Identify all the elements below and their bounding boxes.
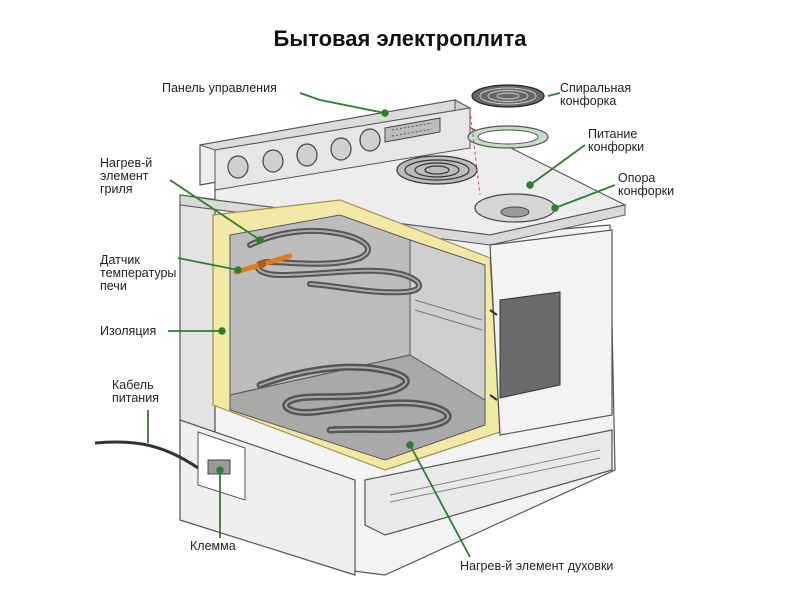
label-line: Питание <box>588 127 638 141</box>
callout-burner-power <box>526 144 586 189</box>
label-line: Кабель <box>112 378 154 392</box>
label-terminal-text: Клемма <box>190 539 236 553</box>
label-burner-support: Опора конфорки <box>618 172 674 198</box>
label-terminal: Клемма <box>190 540 236 553</box>
label-control-panel: Панель управления <box>162 82 277 95</box>
label-line: Датчик <box>100 253 140 267</box>
knob-2 <box>262 149 284 173</box>
callout-grill-element <box>169 179 264 244</box>
label-line: конфорки <box>588 140 645 154</box>
callout-lines <box>147 92 616 558</box>
callout-spiral-burner <box>547 92 561 97</box>
knob-4 <box>330 137 352 161</box>
label-line: элемент <box>100 169 149 183</box>
control-display <box>384 117 441 143</box>
label-line: конфорки <box>618 184 675 198</box>
label-spiral-burner: Спиральная конфорка <box>560 82 631 108</box>
label-line: Опора <box>618 171 656 185</box>
label-oven-element: Нагрев-й элемент духовки <box>460 560 613 573</box>
knob-5 <box>359 128 381 152</box>
label-power-cable: Кабель питания <box>112 379 159 405</box>
callout-oven-element <box>406 441 471 558</box>
explode-guide <box>469 109 481 196</box>
label-line: гриля <box>100 182 133 196</box>
oven-door-window <box>499 291 561 399</box>
label-oven-element-text: Нагрев-й элемент духовки <box>460 559 614 573</box>
label-temp-sensor: Датчик температуры печи <box>100 254 176 293</box>
cooktop-burner-pan <box>474 193 556 223</box>
cooktop-burner-back <box>396 155 478 185</box>
label-insulation: Изоляция <box>100 325 156 338</box>
burner-ring-exploded <box>467 125 549 149</box>
label-line: температуры <box>100 266 177 280</box>
callout-burner-support <box>551 184 616 212</box>
knob-1 <box>227 155 249 179</box>
knob-3 <box>296 143 318 167</box>
label-line: Спиральная <box>560 81 632 95</box>
label-line: питания <box>112 391 159 405</box>
callout-temp-sensor <box>177 257 242 274</box>
label-burner-power: Питание конфорки <box>588 128 644 154</box>
label-line: конфорка <box>560 94 617 108</box>
label-grill-element: Нагрев-й элемент гриля <box>100 157 152 196</box>
label-insulation-text: Изоляция <box>100 324 157 338</box>
control-knobs <box>227 128 381 179</box>
power-cable <box>94 440 199 470</box>
label-line: Нагрев-й <box>100 156 153 170</box>
terminal-block <box>207 459 231 475</box>
storage-drawer <box>364 429 613 536</box>
label-line: печи <box>100 279 127 293</box>
diagram-title: Бытовая электроплита <box>273 26 527 51</box>
callout-control-panel <box>299 92 389 117</box>
cooktop-edge <box>179 194 626 246</box>
label-control-panel-text: Панель управления <box>162 81 277 95</box>
spiral-burner-exploded <box>471 84 545 108</box>
